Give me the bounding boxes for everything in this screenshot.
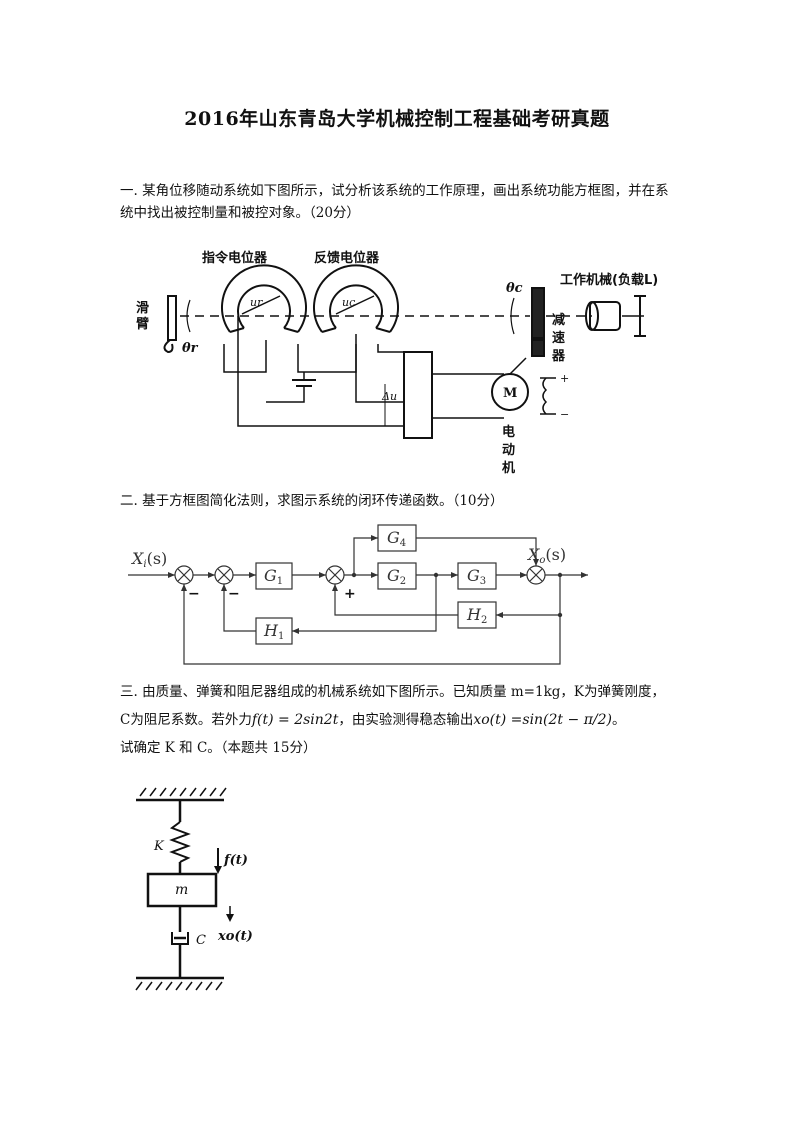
feedback-pot-label: 反馈电位器 [314, 250, 380, 266]
force-label: f(t) [223, 853, 248, 868]
minus-terminal: − [560, 408, 569, 421]
page-title: 2016年山东青岛大学机械控制工程基础考研真题 [184, 108, 610, 130]
question-1-text: 一. 某角位移随动系统如下图所示，试分析该系统的工作原理，画出系统功能方框图，并… [120, 183, 669, 221]
block-g1: G1 [264, 566, 283, 587]
command-pot-label: 指令电位器 [202, 250, 268, 266]
block-g3: G3 [467, 566, 486, 587]
reducer-label-2: 速 [552, 330, 565, 346]
motor-label-1: 电 [502, 424, 515, 440]
motor-label-3: 机 [502, 460, 515, 476]
q3-line-2: C为阻尼系数。若外力f(t) = 2sin2t，由实验测得稳态输出xo(t) =… [120, 712, 626, 728]
slider-label-1: 滑 [136, 300, 149, 316]
damper-label: C [196, 933, 206, 948]
input-label: X [130, 549, 144, 568]
svg-text:Xi(s): Xi(s) [130, 549, 167, 570]
motor-label-2: 动 [502, 443, 515, 458]
mass-spring-damper-figure: K C m f(t) xo(t) [135, 787, 253, 991]
servo-system-figure: 指令电位器 反馈电位器 滑 臂 θr θc ur uc Δu 工作机械(负载L)… [136, 250, 658, 476]
displacement-label: xo(t) [217, 929, 253, 944]
sign-minus-1: − [188, 586, 200, 602]
block-diagram-figure: Xi(s) Xo(s) G1 G2 G3 G4 H2 H1 − − + [128, 524, 588, 665]
block-h1: H1 [263, 621, 284, 642]
block-g2: G2 [387, 566, 406, 587]
reducer-label-1: 减 [552, 312, 565, 328]
q3-line-1: 三. 由质量、弹簧和阻尼器组成的机械系统如下图所示。已知质量 m=1kg，K为弹… [120, 684, 665, 700]
slider-label-2: 臂 [136, 316, 149, 332]
theta-r-label: θr [182, 341, 199, 356]
theta-c-label: θc [506, 281, 523, 296]
motor-symbol: M [503, 386, 517, 401]
machine-label: 工作机械(负载L) [560, 272, 658, 288]
sign-minus-2: − [228, 586, 240, 602]
force-expression: f(t) = 2sin2t [251, 712, 339, 728]
delta-u-label: Δu [381, 390, 397, 403]
question-2-text: 二. 基于方框图简化法则，求图示系统的闭环传递函数。（10分） [120, 493, 504, 509]
ur-label: ur [250, 296, 263, 309]
block-g4: G4 [387, 528, 406, 549]
spring-label: K [153, 839, 165, 854]
svg-text:Xo(s): Xo(s) [526, 545, 566, 566]
question-3-text: 三. 由质量、弹簧和阻尼器组成的机械系统如下图所示。已知质量 m=1kg，K为弹… [120, 678, 680, 762]
mass-label: m [175, 882, 188, 898]
plus-terminal: + [560, 372, 569, 385]
output-expression: xo(t) =sin(2t − π/2) [473, 712, 612, 728]
output-label: X [526, 545, 540, 564]
sign-plus: + [344, 586, 356, 602]
q3-line-3: 试确定 K 和 C。（本题共 15分） [120, 740, 317, 756]
uc-label: uc [342, 296, 355, 309]
block-h2: H2 [466, 605, 487, 626]
reducer-label-3: 器 [551, 349, 566, 364]
